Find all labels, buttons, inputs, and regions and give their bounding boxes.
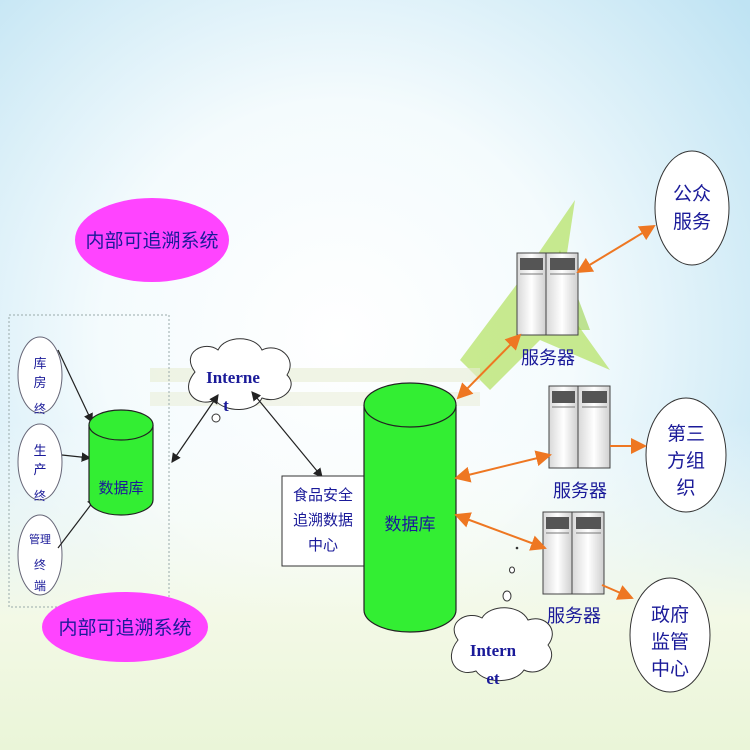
food-safety-data-center: 食品安全 追溯数据 中心	[281, 475, 365, 567]
internet-cloud-left: Interne t	[188, 338, 292, 423]
svg-text:中心: 中心	[308, 536, 338, 554]
svg-text:终: 终	[34, 401, 46, 416]
svg-text:公众: 公众	[673, 183, 711, 205]
svg-text:生: 生	[33, 444, 46, 459]
svg-text:产: 产	[33, 463, 46, 478]
svg-text:房: 房	[33, 375, 46, 391]
svg-text:管理: 管理	[29, 532, 51, 546]
svg-text:内部可追溯系统: 内部可追溯系统	[85, 230, 218, 252]
svg-text:端: 端	[34, 579, 46, 593]
internet-cloud-bottom: Intern et	[451, 546, 553, 688]
server-middle: 服务器	[548, 385, 611, 502]
svg-text:织: 织	[676, 477, 695, 499]
svg-text:服务器: 服务器	[553, 481, 607, 502]
terminal-production: 生 产 终	[17, 423, 63, 503]
public-service-node: 公众 服务	[654, 150, 730, 266]
svg-text:第三: 第三	[667, 423, 705, 445]
svg-text:追溯数据: 追溯数据	[293, 511, 353, 529]
internal-system-top: 内部可追溯系统	[75, 198, 229, 282]
svg-text:服务器: 服务器	[547, 606, 601, 627]
database-main: 数据库	[363, 382, 457, 633]
svg-text:et: et	[486, 669, 500, 688]
database-small: 数据库	[88, 409, 154, 516]
svg-text:终: 终	[34, 557, 46, 572]
svg-text:服务器: 服务器	[521, 348, 575, 369]
svg-text:监管: 监管	[651, 631, 689, 653]
svg-text:内部可追溯系统: 内部可追溯系统	[58, 617, 191, 639]
svg-text:Intern: Intern	[470, 641, 517, 660]
terminal-storage: 库 房 终	[17, 336, 63, 416]
server-bottom: 服务器	[542, 511, 605, 627]
third-party-node: 第三 方组 织	[645, 397, 727, 513]
svg-text:Interne: Interne	[206, 368, 260, 387]
svg-text:数据库: 数据库	[385, 515, 436, 535]
terminal-management: 管理 终 端	[17, 514, 63, 596]
server-top: 服务器	[516, 252, 579, 369]
svg-text:服务: 服务	[673, 211, 711, 233]
internal-system-bottom: 内部可追溯系统	[42, 592, 208, 662]
svg-text:t: t	[223, 396, 229, 415]
svg-text:中心: 中心	[651, 658, 689, 680]
svg-text:方组: 方组	[667, 450, 705, 472]
svg-text:库: 库	[33, 356, 46, 372]
svg-text:食品安全: 食品安全	[293, 486, 353, 504]
svg-text:数据库: 数据库	[98, 479, 143, 497]
government-regulation-node: 政府 监管 中心	[629, 577, 711, 693]
svg-text:终: 终	[34, 488, 46, 503]
svg-text:政府: 政府	[651, 604, 689, 626]
